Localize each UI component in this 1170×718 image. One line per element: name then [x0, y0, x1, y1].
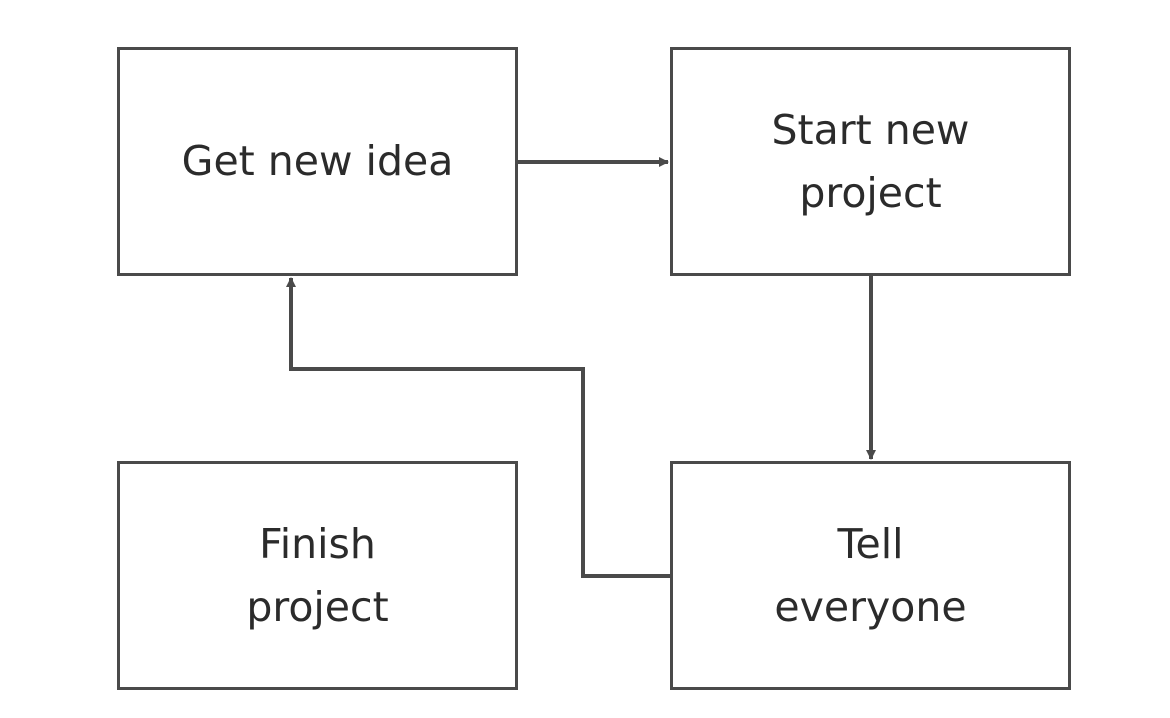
- node-get-new-idea: Get new idea: [117, 47, 518, 276]
- node-label-finish-project: Finish project: [246, 519, 389, 631]
- node-finish-project: Finish project: [117, 461, 518, 690]
- node-start-new-project: Start new project: [670, 47, 1071, 276]
- node-tell-everyone: Tell everyone: [670, 461, 1071, 690]
- arrow-tell-to-idea: [286, 277, 670, 578]
- node-label-tell-everyone: Tell everyone: [774, 519, 967, 631]
- node-label-start-new-project: Start new project: [771, 105, 970, 217]
- node-label-get-new-idea: Get new idea: [181, 137, 454, 185]
